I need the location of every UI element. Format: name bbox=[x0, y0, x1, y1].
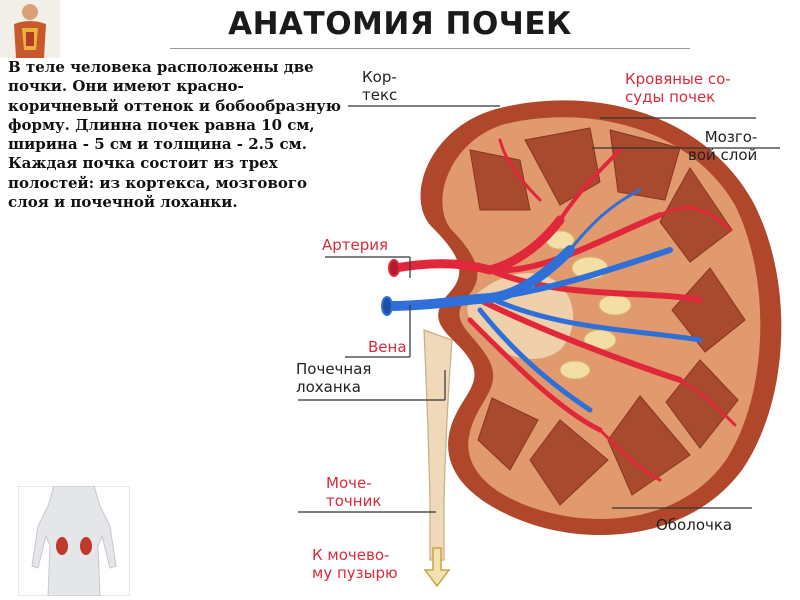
title-divider bbox=[170, 48, 690, 49]
label-medulla: Мозго- вой слой bbox=[688, 128, 758, 164]
label-renal-pelvis: Почечная лоханка bbox=[296, 360, 372, 396]
label-cortex: Кор- текс bbox=[362, 68, 398, 104]
human-body-icon bbox=[18, 486, 130, 596]
label-artery: Артерия bbox=[322, 236, 389, 254]
arrow-down-icon bbox=[423, 547, 451, 588]
label-blood-vessels: Кровяные со- суды почек bbox=[625, 70, 731, 106]
page-title: АНАТОМИЯ ПОЧЕК bbox=[228, 6, 572, 42]
label-ureter: Моче- точник bbox=[326, 474, 382, 510]
label-vein: Вена bbox=[368, 338, 407, 356]
anatomy-figure-icon bbox=[0, 0, 60, 58]
label-to-bladder: К мочево- му пузырю bbox=[312, 546, 398, 582]
label-capsule: Оболочка bbox=[656, 516, 733, 534]
description-text: В теле человека расположены две почки. О… bbox=[8, 58, 342, 212]
